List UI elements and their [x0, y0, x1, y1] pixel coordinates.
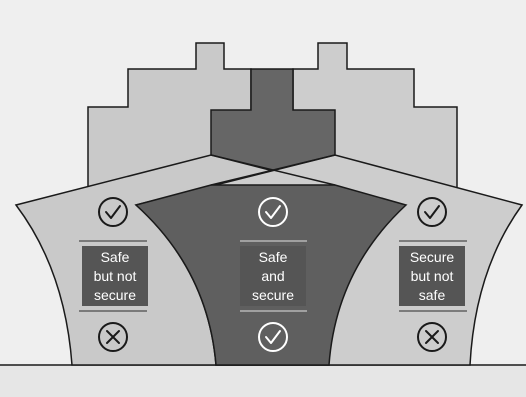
- ground-strip: [0, 365, 526, 397]
- check-circle-icon: [258, 197, 288, 227]
- label-box: [399, 246, 465, 306]
- label-box: [240, 246, 306, 306]
- right-ship-label-line-1: Secure: [410, 249, 455, 265]
- left-ship-label-line-2: but not: [94, 268, 137, 284]
- check-circle-icon: [98, 197, 128, 227]
- right-ship-group: Secure but not safe: [399, 197, 467, 352]
- left-ship-group: Safe but not secure: [79, 197, 148, 352]
- left-ship-label-line-3: secure: [94, 287, 136, 303]
- x-circle-icon: [417, 322, 447, 352]
- center-ship-label-line-3: secure: [252, 287, 294, 303]
- deck-line: [210, 154, 336, 186]
- center-ship-label-line-2: and: [261, 268, 284, 284]
- check-circle-icon: [417, 197, 447, 227]
- right-ship-label-line-2: but not: [411, 268, 454, 284]
- x-circle-icon: [98, 322, 128, 352]
- check-circle-icon: [258, 322, 288, 352]
- label-box: [82, 246, 148, 306]
- left-ship-label-line-1: Safe: [101, 249, 130, 265]
- center-ship-label-line-1: Safe: [259, 249, 288, 265]
- center-ship-group: Safe and secure: [240, 197, 307, 352]
- right-ship-label-line-3: safe: [419, 287, 446, 303]
